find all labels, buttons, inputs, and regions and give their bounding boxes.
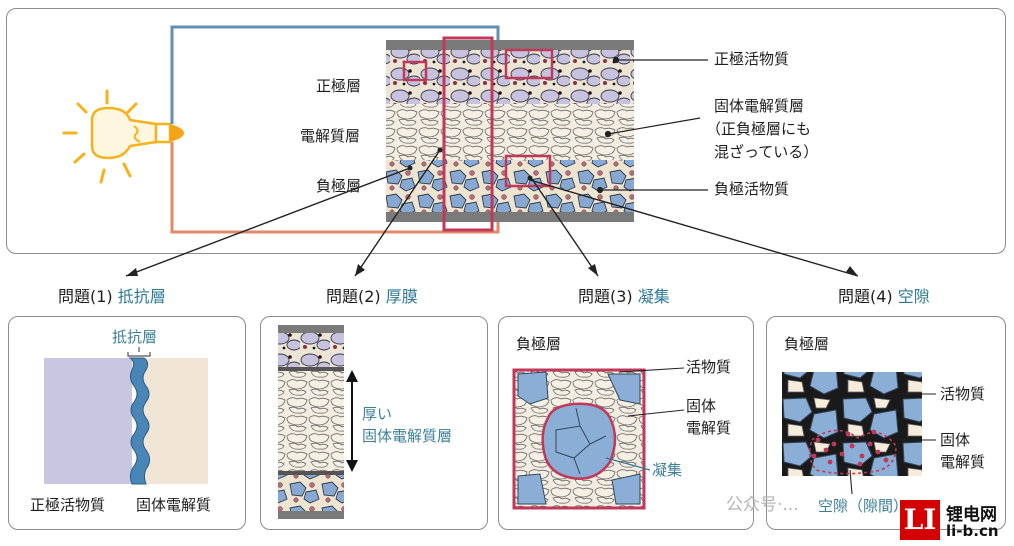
label-solid-electrolyte-3: 混ざっている） <box>714 143 819 161</box>
problem-1-name: 抵抗層 <box>117 287 166 306</box>
panel4-solid2: 電解質 <box>940 453 986 471</box>
panel3-solid2: 電解質 <box>686 419 732 437</box>
panel1-left-label: 正極活物質 <box>30 496 106 514</box>
site-logo: LI <box>900 500 940 540</box>
void-illustration <box>782 372 936 495</box>
panel2-line1: 厚い <box>362 405 393 423</box>
panel4-solid1: 固体 <box>940 431 971 449</box>
problem-1-panel <box>8 316 246 530</box>
label-solid-electrolyte-1: 固体電解質層 <box>714 97 805 115</box>
site-logo-cn: 锂电网 <box>946 505 997 525</box>
problem-3-name: 凝集 <box>637 287 670 306</box>
label-positive-active: 正極活物質 <box>714 50 790 68</box>
highlight-column <box>442 36 494 232</box>
problem-3-prefix: 問題(3) <box>578 287 633 306</box>
highlight-box-2 <box>504 48 554 80</box>
problem-4-prefix: 問題(4) <box>838 287 893 306</box>
problem-2-prefix: 問題(2) <box>326 287 381 306</box>
panel1-resist-label: 抵抗層 <box>112 328 158 346</box>
problem-3-caption: 問題(3) 凝集 <box>578 283 670 307</box>
problem-1-caption: 問題(1) 抵抗層 <box>58 283 166 307</box>
problem-4-panel <box>766 316 1006 530</box>
panel2-line2: 固体電解質層 <box>362 427 453 445</box>
panel3-active: 活物質 <box>686 358 732 376</box>
problem-2-panel <box>260 316 488 530</box>
battery-cell-stack <box>386 40 634 222</box>
problem-2-caption: 問題(2) 厚膜 <box>326 283 418 307</box>
top-wire <box>170 25 500 124</box>
panel4-active: 活物質 <box>940 385 986 403</box>
problem-4-caption: 問題(4) 空隙 <box>838 283 930 307</box>
highlight-box-1 <box>402 60 428 82</box>
label-electrolyte-layer: 電解質層 <box>300 127 361 145</box>
panel3-title: 負極層 <box>516 335 562 353</box>
watermark-text: 公众号·... <box>726 495 799 515</box>
light-bulb-icon <box>62 89 184 184</box>
label-negative-active: 負極活物質 <box>714 180 790 198</box>
panel4-void: 空隙（隙間） <box>818 497 909 515</box>
thick-film-illustration <box>278 325 358 519</box>
problem-3-panel <box>498 316 754 530</box>
panel4-title: 負極層 <box>784 335 830 353</box>
panel3-agg: 凝集 <box>652 461 683 479</box>
panel1-right-label: 固体電解質 <box>136 496 212 514</box>
label-positive-layer: 正極層 <box>316 77 362 95</box>
problem-2-name: 厚膜 <box>385 287 418 306</box>
highlight-box-3 <box>504 154 552 188</box>
agglomeration-illustration <box>512 367 685 510</box>
problem-4-name: 空隙 <box>897 287 930 306</box>
panel3-solid1: 固体 <box>686 397 717 415</box>
bottom-wire <box>170 142 500 234</box>
label-negative-layer: 負極層 <box>316 177 362 195</box>
resistance-layer-illustration <box>44 347 208 485</box>
label-solid-electrolyte-2: （正負極層にも <box>706 120 812 138</box>
site-logo-url: li-b.cn <box>946 522 999 540</box>
problem-1-prefix: 問題(1) <box>58 287 113 306</box>
